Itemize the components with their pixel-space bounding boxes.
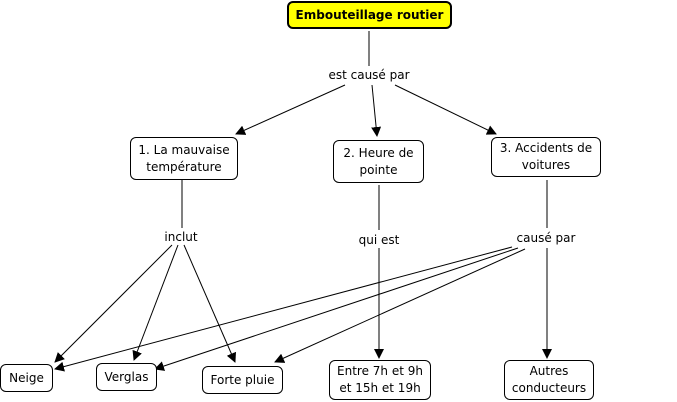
link-label-which-is: qui est — [355, 233, 403, 247]
node-hours[interactable]: Entre 7h et 9h et 15h et 19h — [329, 360, 431, 400]
node-heavy-rain[interactable]: Forte pluie — [202, 366, 283, 394]
edge-includes-to-rain — [183, 244, 236, 363]
edge-includes-to-ice — [132, 244, 179, 361]
edge-caused-by-2-to-ice — [154, 247, 519, 371]
edge-to-accidents — [394, 84, 497, 135]
edge-caused-by-2-to-snow — [54, 246, 513, 372]
node-traffic-jam[interactable]: Embouteillage routier — [287, 1, 452, 29]
link-label-caused-by: est causé par — [325, 68, 413, 82]
link-label-includes: inclut — [161, 230, 201, 244]
node-rush-hour[interactable]: 2. Heure de pointe — [333, 140, 424, 183]
edge-to-rush — [371, 84, 382, 137]
edge-to-weather — [235, 84, 346, 135]
link-label-caused-by-2: causé par — [513, 231, 579, 245]
edge-caused-by-2-to-rain — [274, 248, 526, 363]
edge-includes-to-snow — [54, 244, 173, 363]
node-car-accidents[interactable]: 3. Accidents de voitures — [491, 137, 601, 177]
node-bad-weather[interactable]: 1. La mauvaise température — [130, 137, 238, 180]
node-snow[interactable]: Neige — [0, 364, 53, 392]
node-other-drivers[interactable]: Autres conducteurs — [504, 360, 594, 400]
node-ice[interactable]: Verglas — [96, 363, 157, 391]
